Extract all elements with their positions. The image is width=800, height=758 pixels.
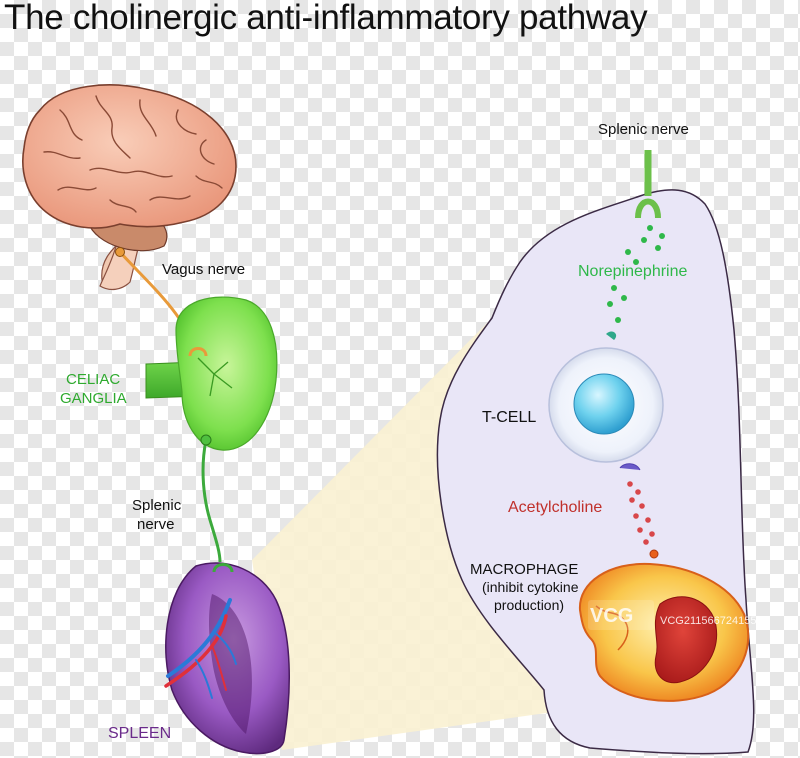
label-macrophage-note-line1: (inhibit cytokine: [482, 579, 579, 595]
norepinephrine-molecules: [607, 225, 665, 323]
label-norepinephrine: Norepinephrine: [578, 263, 688, 280]
label-macrophage: MACROPHAGE: [470, 561, 578, 578]
label-splenic-nerve-right: Splenic nerve: [598, 121, 689, 138]
celiac-ganglia: [145, 296, 278, 451]
cerebrum: [22, 84, 237, 229]
acetylcholine-molecules: [627, 481, 655, 545]
label-celiac-line2: GANGLIA: [60, 390, 127, 407]
watermark: VCG VCG211566724155: [588, 600, 756, 630]
label-spleen: SPLEEN: [108, 725, 171, 742]
watermark-id: VCG211566724155: [660, 615, 756, 627]
label-vagus-nerve: Vagus nerve: [162, 261, 245, 278]
label-t-cell: T-CELL: [482, 409, 536, 426]
macrophage: [578, 562, 750, 702]
watermark-logo: VCG: [590, 605, 633, 627]
label-macrophage-note-line2: production): [494, 597, 564, 613]
receptor-acetylcholine: [649, 549, 659, 559]
diagram-title: The cholinergic anti-inflammatory pathwa…: [4, 0, 648, 37]
label-acetylcholine: Acetylcholine: [508, 499, 602, 516]
spleen-vessels: [164, 598, 237, 699]
t-cell: [548, 347, 664, 471]
label-splenic-nerve-left-line2: nerve: [137, 516, 175, 533]
label-celiac-line1: CELIAC: [66, 371, 120, 388]
splenic-nerve-terminal: [635, 150, 661, 219]
spleen: [164, 562, 290, 755]
brain: [22, 84, 237, 291]
receptor-norepinephrine: [606, 331, 617, 340]
label-splenic-nerve-left-line1: Splenic: [132, 497, 182, 514]
brain-stem: [99, 239, 141, 291]
splenic-nerve-left: [201, 439, 222, 563]
